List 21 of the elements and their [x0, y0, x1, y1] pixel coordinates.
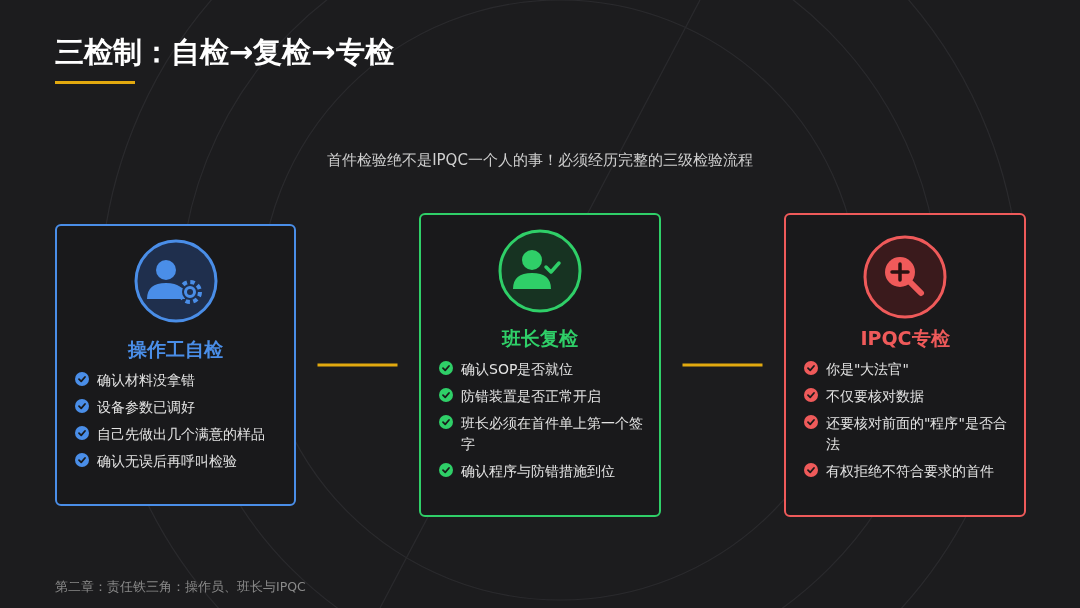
list-item: 设备参数已调好: [97, 398, 196, 417]
title: 三检制：自检→复检→专检: [55, 34, 394, 71]
card-heading: 班长复检: [500, 326, 579, 351]
list-item: 你是"大法官": [826, 360, 910, 379]
list-item: 班长必须在首件单上第一个签字: [461, 414, 644, 454]
process-card: [784, 213, 1026, 517]
footer-text: 第二章：责任铁三角：操作员、班长与IPQC: [55, 578, 306, 596]
list-item: 有权拒绝不符合要求的首件: [826, 462, 995, 481]
list-item: 自己先做出几个满意的样品: [97, 425, 266, 444]
card-heading: 操作工自检: [126, 337, 224, 362]
list-item: 防错装置是否正常开启: [461, 387, 602, 406]
list-item: 确认无误后再呼叫检验: [97, 452, 238, 471]
list-item: 确认SOP是否就位: [461, 360, 575, 379]
list-item: 确认材料没拿错: [97, 371, 196, 390]
subtitle: 首件检验绝不是IPQC一个人的事！必须经历完整的三级检验流程: [326, 150, 754, 170]
process-card: [419, 213, 661, 517]
card-heading: IPQC专检: [859, 326, 951, 351]
list-item: 还要核对前面的"程序"是否合法: [826, 414, 1008, 454]
list-item: 确认程序与防错措施到位: [461, 462, 616, 481]
process-card: [55, 224, 296, 506]
list-item: 不仅要核对数据: [826, 387, 925, 406]
